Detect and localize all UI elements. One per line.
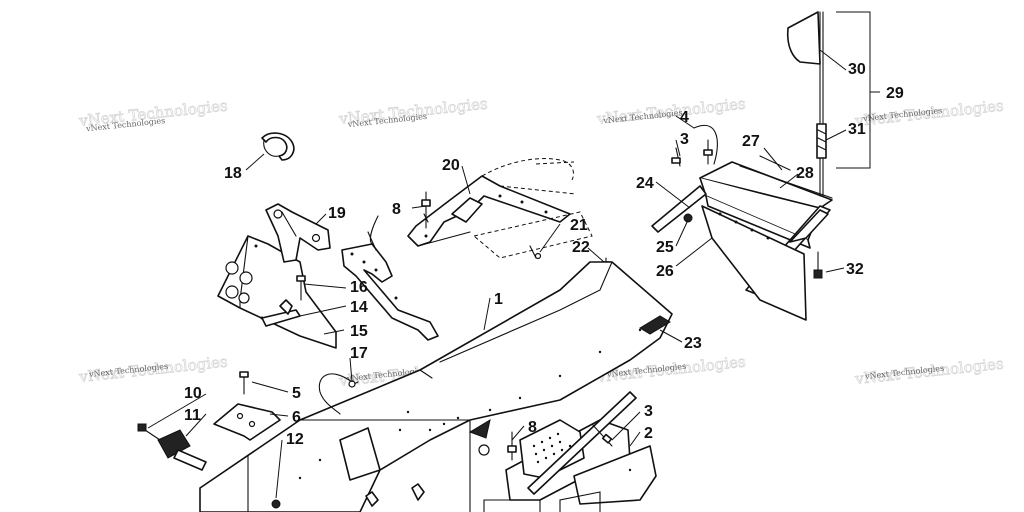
callout-25: 25 <box>656 239 674 256</box>
callout-22: 22 <box>572 239 590 256</box>
part-channel <box>407 158 577 247</box>
part-spacer-12 <box>247 455 281 512</box>
callout-12: 12 <box>286 431 304 448</box>
part-hole-pattern <box>519 419 585 479</box>
part-plate-bracket <box>217 235 337 349</box>
callout-4: 4 <box>680 109 689 126</box>
callout-3: 3 <box>680 131 689 148</box>
callout-3: 3 <box>644 403 653 420</box>
callout-27: 27 <box>742 133 760 150</box>
callout-2: 2 <box>644 425 653 442</box>
watermark: vNext Technologies vNext Technologies <box>337 94 489 129</box>
callout-10: 10 <box>184 385 202 402</box>
part-curved-rail <box>341 215 439 341</box>
callout-19: 19 <box>328 205 346 222</box>
callout-5: 5 <box>292 385 301 402</box>
leader-lines <box>147 49 847 499</box>
part-shield-plate <box>472 211 593 259</box>
part-lower-frame <box>483 491 601 512</box>
part-bolts-3-upper <box>671 124 718 167</box>
part-clamp-ring <box>261 132 295 161</box>
callout-18: 18 <box>224 165 242 182</box>
part-strut <box>265 203 331 263</box>
watermark: vNext Technologies vNext Technologies <box>77 96 229 133</box>
part-bolt-32 <box>813 251 823 279</box>
callout-20: 20 <box>442 157 460 174</box>
callout-26: 26 <box>656 263 674 280</box>
callout-24: 24 <box>636 175 654 192</box>
watermark: vNext Technologies vNext Technologies <box>853 354 1005 388</box>
part-cable <box>318 373 359 415</box>
callout-15: 15 <box>350 323 368 340</box>
callout-11: 11 <box>184 407 201 424</box>
callout-28: 28 <box>796 165 814 182</box>
callout-31: 31 <box>848 121 866 138</box>
part-washer-21 <box>529 245 542 260</box>
callout-17: 17 <box>350 345 368 362</box>
part-bolt-5 <box>239 371 249 395</box>
callout-23: 23 <box>684 335 702 352</box>
part-emblem-23 <box>639 315 671 335</box>
callout-30: 30 <box>848 61 866 78</box>
callout-8: 8 <box>528 419 537 436</box>
callout-32: 32 <box>846 261 864 278</box>
callout-14: 14 <box>350 299 368 316</box>
callout-29: 29 <box>886 85 904 102</box>
part-bracket-6 <box>213 403 281 441</box>
callout-8: 8 <box>392 201 401 218</box>
part-bolt-16 <box>296 275 306 301</box>
callout-6: 6 <box>292 409 301 426</box>
part-flag <box>786 11 827 197</box>
watermark: vNext Technologies vNext Technologies <box>853 96 1005 130</box>
callout-21: 21 <box>570 217 588 234</box>
bracket-29 <box>836 11 880 169</box>
callout-16: 16 <box>350 279 368 296</box>
part-light <box>137 423 207 471</box>
callouts: 1 2 3 3 4 5 6 8 8 10 11 12 14 15 16 17 1… <box>184 61 904 448</box>
watermark: vNext Technologies vNext Technologies <box>77 352 229 386</box>
part-rod <box>527 391 657 505</box>
part-bolt-8-lower <box>507 431 517 461</box>
callout-1: 1 <box>494 291 503 308</box>
part-rear-bumper <box>651 155 833 321</box>
part-bolt-3-lower <box>591 423 613 447</box>
watermark: vNext Technologies vNext Technologies <box>595 94 747 128</box>
part-bolt-8-upper <box>421 191 431 229</box>
